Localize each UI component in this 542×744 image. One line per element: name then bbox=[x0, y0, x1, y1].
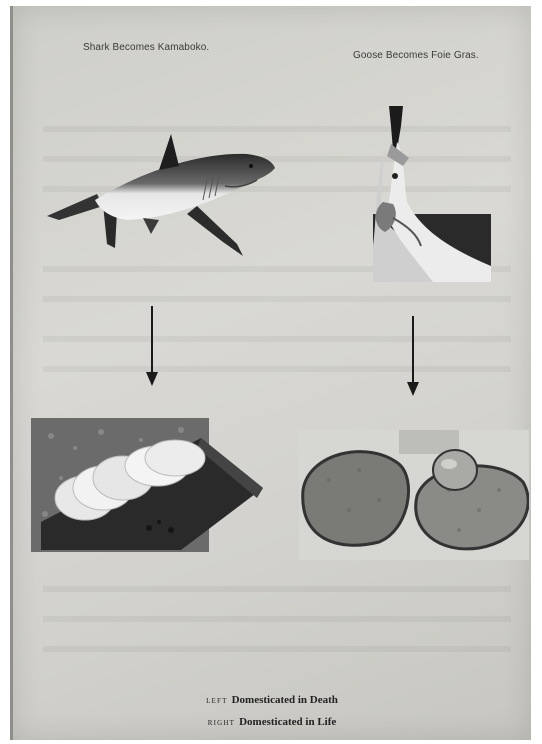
caption-shark: Shark Becomes Kamaboko. bbox=[83, 42, 209, 53]
book-page: Shark Becomes Kamaboko. Goose Becomes Fo… bbox=[10, 6, 531, 740]
arrow-down-icon-right bbox=[406, 316, 420, 396]
shark-image bbox=[47, 124, 277, 264]
foie-gras-image bbox=[299, 430, 529, 560]
footer-right-text: Domesticated in Life bbox=[239, 716, 336, 728]
goose-image bbox=[373, 106, 493, 282]
footer-left-text: Domesticated in Death bbox=[232, 694, 338, 706]
caption-left-line: LEFT Domesticated in Death bbox=[13, 690, 531, 708]
caption-goose: Goose Becomes Foie Gras. bbox=[353, 50, 479, 61]
footer-right-tag: RIGHT bbox=[208, 719, 235, 727]
caption-right-line: RIGHT Domesticated in Life bbox=[13, 712, 531, 730]
kamaboko-image bbox=[31, 418, 263, 552]
arrow-down-icon-left bbox=[145, 306, 159, 386]
footer-left-tag: LEFT bbox=[206, 697, 228, 705]
